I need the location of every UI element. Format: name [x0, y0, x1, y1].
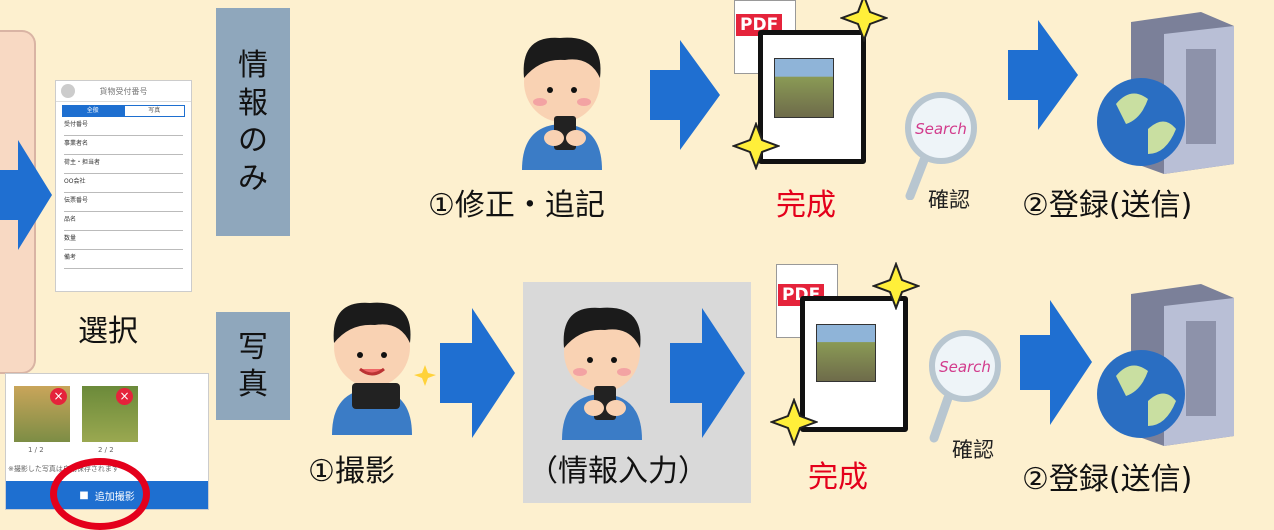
- close-icon[interactable]: ×: [50, 388, 67, 405]
- register-label: ②登録(送信): [1022, 462, 1193, 497]
- form-field[interactable]: 品名: [64, 216, 183, 231]
- form-field[interactable]: OO会社: [64, 178, 183, 193]
- form-field[interactable]: 荷主・担当者: [64, 159, 183, 174]
- form-field[interactable]: 受付番号: [64, 121, 183, 136]
- server-icon: [1097, 12, 1234, 174]
- person-phone-icon: [562, 307, 642, 440]
- search-text: Search: [939, 358, 991, 376]
- sparkle-icon: [840, 0, 888, 42]
- arrow-right-icon: [650, 40, 720, 150]
- sparkle-icon: [732, 122, 780, 170]
- shoot-label: ①撮影: [308, 454, 395, 489]
- sparkle-icon: [770, 398, 818, 446]
- person-camera-icon: [332, 302, 436, 435]
- form-screen: 貨物受付番号 全般 写真 受付番号 事業者名 荷主・担当者 OO会社 伝票番号 …: [55, 80, 192, 292]
- arrow-right-icon: [670, 308, 745, 438]
- search-icon: Search: [929, 330, 1001, 443]
- tab-general[interactable]: 全般: [62, 105, 124, 117]
- search-icon: Search: [905, 92, 977, 200]
- form-field[interactable]: 数量: [64, 235, 183, 250]
- completed-document: PDF: [770, 262, 920, 446]
- register-label: ②登録(送信): [1022, 188, 1193, 223]
- form-field[interactable]: 事業者名: [64, 140, 183, 155]
- person-phone-icon: [522, 37, 602, 170]
- select-label: 選択: [78, 314, 138, 349]
- completed-document: PDF: [730, 0, 888, 170]
- form-title: 貨物受付番号: [99, 86, 148, 96]
- edit-label: ①修正・追記: [428, 188, 605, 223]
- arrow-right-icon: [1008, 20, 1078, 130]
- arrow-to-form: [0, 140, 52, 250]
- arrow-right-icon: [1020, 300, 1092, 425]
- close-icon[interactable]: ×: [116, 388, 133, 405]
- form-field[interactable]: 備考: [64, 254, 183, 269]
- back-icon[interactable]: [61, 84, 75, 98]
- info-only-label: 情報のみ: [216, 8, 290, 236]
- photo-counter: 2 / 2: [98, 446, 114, 454]
- sparkle-icon: [872, 262, 920, 310]
- complete-label: 完成: [776, 188, 836, 223]
- photo-label: 写真: [216, 312, 290, 420]
- confirm-label: 確認: [928, 188, 970, 212]
- highlight-circle: [50, 458, 150, 530]
- form-field[interactable]: 伝票番号: [64, 197, 183, 212]
- server-icon: [1097, 284, 1234, 446]
- info-input-label: （情報入力）: [528, 454, 708, 489]
- photo-counter: 1 / 2: [28, 446, 44, 454]
- tab-photo[interactable]: 写真: [123, 105, 185, 117]
- complete-label: 完成: [808, 460, 868, 495]
- search-text: Search: [915, 120, 967, 138]
- confirm-label: 確認: [952, 438, 994, 462]
- arrow-right-icon: [440, 308, 515, 438]
